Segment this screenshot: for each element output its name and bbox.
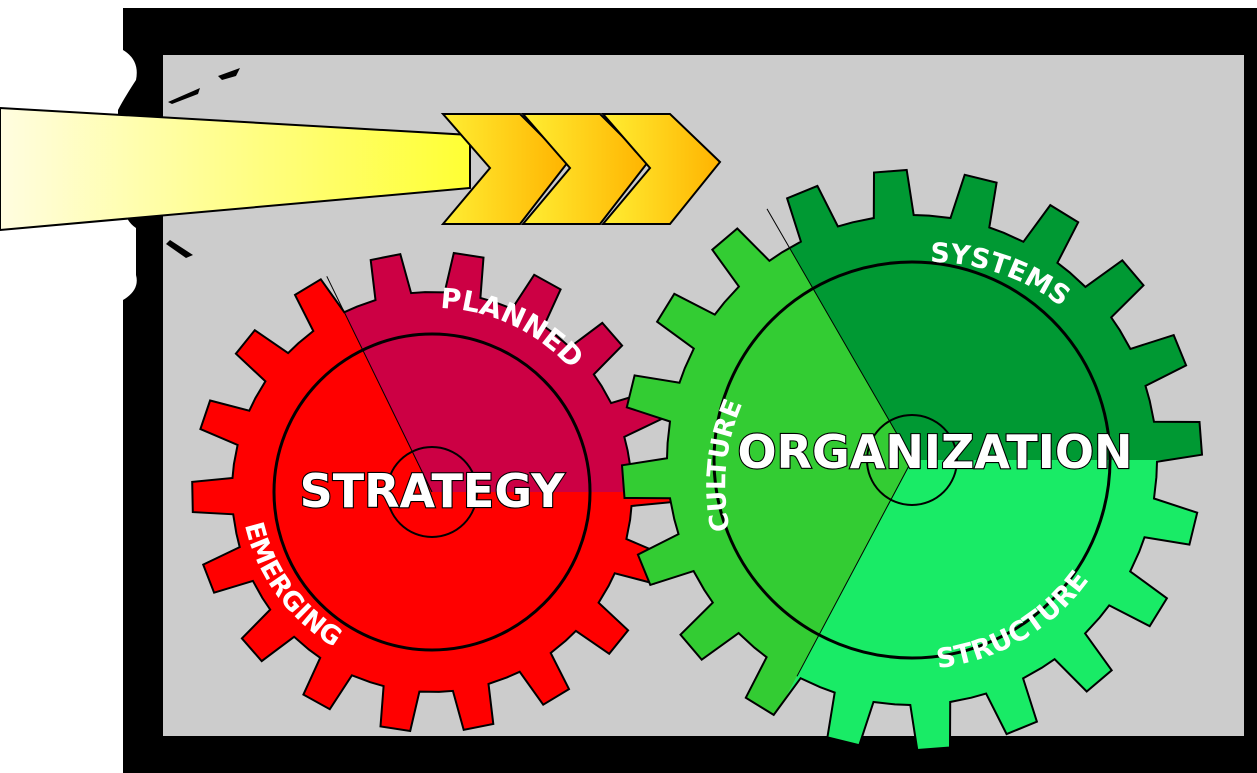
burst-mark-2 [218,68,240,80]
burst-mark-1 [168,88,200,104]
organization-hub [866,414,958,506]
strategy-inner-ring [272,332,592,652]
strategy-title: STRATEGY [300,464,566,518]
organization-inner-ring [712,260,1112,660]
strategy-hub [386,446,478,538]
strategy-gear-outline [191,251,673,733]
chevron-1 [440,113,570,225]
light-beam [0,68,722,258]
burst-mark-3 [166,240,193,258]
chevron-2 [520,113,650,225]
chevron-3 [600,113,722,225]
organization-divider-2 [796,459,913,677]
strategy-divider [326,276,433,493]
beam [0,106,471,232]
organization-title: ORGANIZATION [738,425,1133,479]
organization-divider-1 [766,208,913,461]
organization-gear-outline [620,168,1204,752]
